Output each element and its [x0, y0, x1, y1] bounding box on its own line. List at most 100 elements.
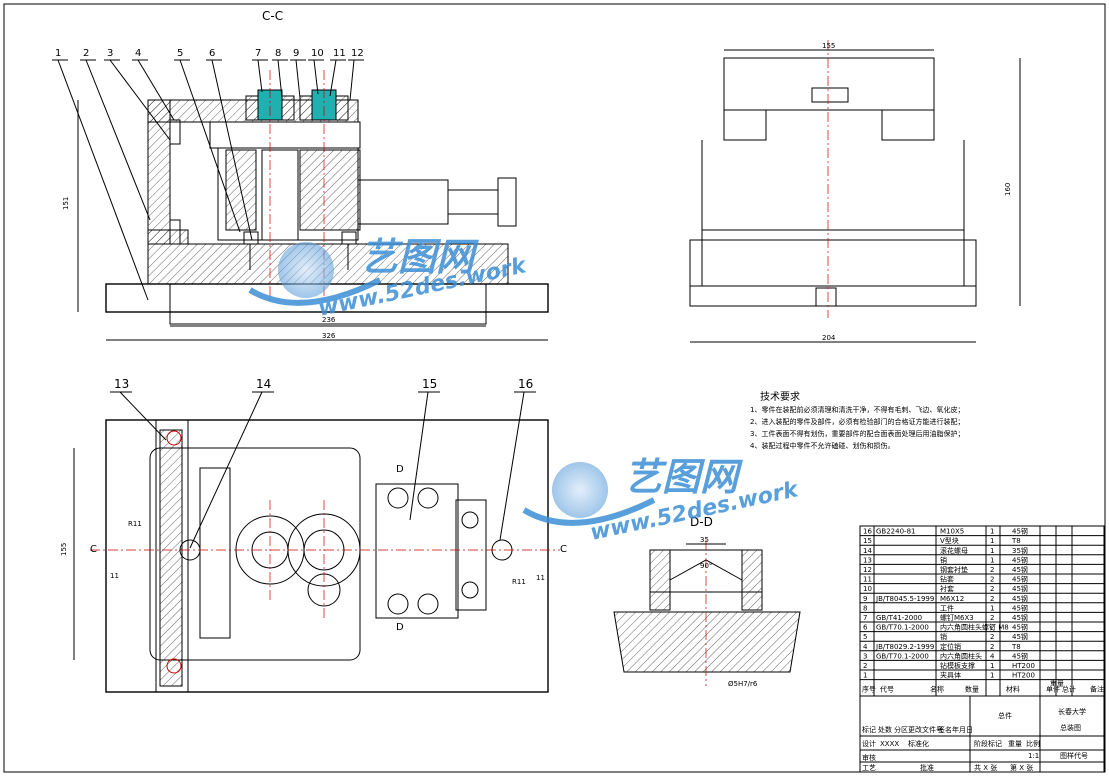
bom-cell-code: GB/T41-2000 [876, 614, 922, 622]
tb-standardize: 标准化 [908, 739, 929, 748]
bom-cell-name: 销 [940, 555, 947, 564]
bom-cell-code: GB/T70.1-2000 [876, 624, 929, 632]
dim-side-top-width: 155 [822, 42, 835, 50]
bom-cell-mat: 45钢 [1012, 651, 1028, 660]
balloon-6: 6 [209, 48, 215, 59]
balloon-11: 11 [333, 48, 346, 59]
bom-cell-no: 10 [863, 585, 872, 593]
balloon-leader [499, 391, 525, 541]
tb-designer: 设计 [862, 739, 876, 748]
bom-header-cell: 数量 [965, 685, 979, 694]
bom-cell-name: 螺钉M6X3 [940, 613, 974, 622]
bom-cell-mat: 45钢 [1012, 555, 1028, 564]
bom-cell-qty: 4 [990, 652, 995, 660]
tb-projection: 图样代号 [1060, 751, 1088, 760]
bom-cell-mat: 35钢 [1012, 546, 1028, 555]
bom-cell-qty: 1 [990, 672, 994, 680]
bom-cell-name: 销 [940, 632, 947, 641]
dim-dd-width: 35 [700, 536, 709, 544]
bom-cell-name: 内六角圆柱头螺钉 M8 [940, 623, 1009, 632]
dim-r11-left: R11 [128, 520, 142, 528]
dim-side-height: 160 [1004, 183, 1012, 196]
dim-dd-fit: Ø5H7/r6 [728, 680, 758, 688]
tb-sheet-no: 第 X 张 [1010, 763, 1033, 772]
bom-header-cell: 重量 [1050, 680, 1064, 688]
balloon-leader [277, 59, 283, 99]
watermark-2: 艺图网 www.52des.work [522, 455, 802, 546]
bom-cell-no: 14 [863, 547, 872, 555]
bom-cell-name: 内六角圆柱头 [940, 651, 982, 660]
bom-cell-no: 12 [863, 566, 872, 574]
tech-title: 技术要求 [760, 390, 800, 403]
bom-cell-mat: HT200 [1012, 662, 1035, 670]
bom-cell-qty: 2 [990, 643, 994, 651]
balloon-4: 4 [135, 48, 141, 59]
label-c-left: C [90, 544, 97, 555]
tech-item-2: 2、进入装配的零件及部件，必须有检验部门的合格证方能进行装配； [750, 417, 964, 426]
dim-side-bottom-width: 204 [822, 334, 836, 342]
bom-cell-code: JB/T8029.2-1999 [875, 643, 934, 651]
bom-header-cell: 单件 [1046, 685, 1060, 694]
bom-cell-no: 15 [863, 537, 872, 545]
bom-cell-qty: 1 [990, 604, 994, 612]
bom-cell-mat: 45钢 [1012, 565, 1028, 574]
bom-cell-name: 钻套 [940, 575, 954, 584]
balloon-leader [329, 59, 337, 97]
bom-header-cell: 总计 [1062, 685, 1076, 694]
tb-review: 审核 [862, 753, 876, 762]
label-c-right: C [560, 544, 567, 555]
balloon-7: 7 [255, 48, 261, 59]
bom-cell-name: 衬套 [940, 584, 954, 593]
bom-cell-qty: 2 [990, 585, 994, 593]
bom-cell-qty: 2 [990, 576, 994, 584]
drawing-border [3, 3, 1106, 773]
tb-count: 处数 [878, 725, 892, 734]
bom-cell-no: 16 [863, 528, 872, 536]
bom-cell-name: 钻模板支撑 [940, 661, 975, 670]
bom-cell-mat: 45钢 [1012, 527, 1028, 536]
tb-stage: 阶段标记 [974, 739, 1002, 748]
tb-sign: 签名 [938, 725, 952, 734]
bom-cell-mat: T8 [1011, 643, 1021, 651]
bom-cell-name: 工件 [940, 603, 954, 612]
bom-cell-qty: 2 [990, 614, 994, 622]
tb-approve: 批准 [920, 763, 934, 772]
tb-xxxx: XXXX [880, 740, 899, 748]
bom-cell-no: 9 [863, 595, 867, 603]
watermark-brand-2: 艺图网 [624, 455, 743, 499]
dim-front-height: 151 [62, 197, 70, 210]
bom-cell-code: JB/T8045.5-1999 [875, 595, 934, 603]
balloon-15: 15 [422, 377, 437, 391]
balloon-leader [257, 59, 263, 93]
bom-cell-qty: 1 [990, 662, 994, 670]
bom-cell-mat: 45钢 [1012, 594, 1028, 603]
bom-cell-mat: 45钢 [1012, 584, 1028, 593]
balloon-leader [57, 59, 149, 301]
side-view: 155 160 204 [689, 40, 1021, 343]
dim-front-total-width: 326 [322, 332, 336, 340]
dim-11-right: 11 [536, 574, 545, 582]
bom-cell-mat: 45钢 [1012, 632, 1028, 641]
bom-header-cell: 备注 [1090, 685, 1104, 694]
bom-cell-mat: 45钢 [1012, 575, 1028, 584]
bom-cell-name: 定位销 [940, 642, 961, 651]
bom-cell-no: 1 [863, 672, 867, 680]
bom-cell-no: 2 [863, 662, 867, 670]
dim-dd-angle: 90° [700, 562, 712, 570]
bom-cell-no: 3 [863, 652, 867, 660]
bom-header-cell: 材料 [1006, 685, 1020, 694]
tb-process: 工艺 [862, 764, 876, 772]
bom-cell-qty: 1 [990, 537, 994, 545]
tech-requirements: 技术要求 1、零件在装配前必须清理和清洗干净，不得有毛刺、飞边、氧化皮； 2、进… [750, 390, 964, 450]
dim-r11-right: R11 [512, 578, 526, 586]
plan-view: 155 C C D D R11 R11 11 11 [60, 419, 567, 693]
watermark-globe-icon-2 [552, 462, 608, 518]
bom-cell-name: M10X5 [940, 528, 964, 536]
balloon-13: 13 [114, 377, 129, 391]
balloon-leader [211, 59, 253, 241]
bom-cell-no: 5 [863, 633, 867, 641]
bom-cell-mat: T8 [1011, 537, 1021, 545]
